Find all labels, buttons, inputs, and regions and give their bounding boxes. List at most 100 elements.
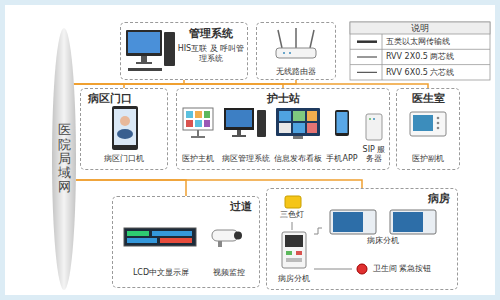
board <box>276 108 320 136</box>
tile <box>204 120 210 127</box>
zone-box: 病房三色灯病床分机病房分机 卫生间 紧急按钮 <box>266 188 458 290</box>
ethernet-line <box>76 180 186 196</box>
device-node: LCD中文显示屏 <box>122 220 200 280</box>
screen <box>114 109 136 145</box>
router-icon <box>276 28 316 58</box>
zone-box: 过道 LCD中文显示屏 视频监控 <box>112 196 260 288</box>
ward-pc-icon <box>224 108 266 137</box>
tile <box>186 111 193 118</box>
tile <box>293 111 305 121</box>
legend-frame <box>350 22 490 80</box>
device-node: 病床分机 <box>322 208 444 248</box>
node-label: 医护副机 <box>412 154 444 164</box>
doctor-terminal-icon <box>410 112 446 136</box>
node-label: 病区门口 <box>88 92 160 105</box>
stand <box>197 130 199 136</box>
device-node: 手机APP <box>324 106 360 166</box>
node-label: 无线路由器 <box>276 67 316 77</box>
room-terminal-icon <box>282 232 306 268</box>
wire-line <box>292 222 293 230</box>
wire-line <box>314 269 352 270</box>
node-label: 手机APP <box>326 154 357 164</box>
monitor <box>183 108 213 130</box>
sip-server-icon <box>366 114 382 140</box>
antenna <box>295 28 297 48</box>
base <box>191 136 205 138</box>
screen <box>333 212 363 232</box>
node-label: 医护主机 <box>182 154 214 164</box>
router-body <box>276 48 316 58</box>
node-label: 病房 <box>274 192 450 205</box>
lcd-row <box>127 238 157 243</box>
legend-header <box>350 22 490 34</box>
led <box>289 52 291 54</box>
device-node: 病区管理系统 <box>220 106 272 166</box>
device-node: 三色灯 <box>274 194 310 222</box>
card <box>5 5 495 295</box>
led <box>369 118 371 120</box>
device-node: 医护副机 <box>404 106 452 166</box>
legend-text: RVV 2X0.5 两芯线 <box>386 51 454 63</box>
ethernet-line <box>76 180 362 188</box>
node-label: SIP 服务器 <box>361 145 387 164</box>
node-label: LCD中文显示屏 <box>133 268 189 278</box>
stand <box>237 130 241 135</box>
base <box>232 135 246 137</box>
zone-box: 医生室医护副机 <box>396 88 460 170</box>
screen <box>413 115 433 131</box>
tile <box>279 111 291 121</box>
router-box: 无线路由器 <box>256 22 336 80</box>
tile <box>186 120 193 127</box>
lcd-icon <box>124 228 196 246</box>
led <box>283 52 285 54</box>
tower <box>257 110 266 137</box>
tower <box>164 32 175 66</box>
legend-line <box>357 57 377 58</box>
node-label: 管理系统 <box>189 27 233 41</box>
antenna <box>278 30 282 48</box>
led <box>373 118 375 120</box>
tablet <box>330 210 376 234</box>
node-label: 病房分机 <box>278 274 310 284</box>
camera-icon <box>212 230 242 247</box>
phone-icon <box>335 110 349 136</box>
terminal-body <box>282 232 306 268</box>
node-label: 病区管理系统 <box>222 154 270 164</box>
screen <box>337 112 348 133</box>
legend-rule <box>350 64 490 65</box>
zone-box: 护士站医护主机病区管理系统信息发布看板手机APP SIP 服务器 <box>176 88 390 170</box>
legend-line <box>357 40 377 43</box>
tile <box>279 123 291 133</box>
server-body <box>366 114 382 140</box>
tile <box>204 111 210 118</box>
emergency-button <box>357 264 367 274</box>
node-label: 视频监控 <box>213 268 245 278</box>
node-label: 病床分机 <box>367 236 399 246</box>
tile <box>195 120 202 127</box>
device-node: 卫生间 紧急按钮 <box>352 252 432 286</box>
monitor <box>126 30 162 56</box>
key <box>437 122 440 125</box>
legend-title: 说明 <box>350 23 490 34</box>
device-node: SIP 服务器 <box>361 106 387 166</box>
wire-line <box>314 228 322 234</box>
face <box>120 116 130 126</box>
screen <box>285 235 303 247</box>
legend-line <box>357 72 377 73</box>
stand <box>141 56 147 62</box>
info-board-icon <box>276 108 320 139</box>
monitor <box>224 108 254 130</box>
pc-icon <box>126 30 175 71</box>
key <box>286 258 302 262</box>
node-label: 信息发布看板 <box>274 154 322 164</box>
node-label: 护士站 <box>184 92 382 105</box>
device-node: 信息发布看板 <box>273 106 323 166</box>
node-label: 过道 <box>120 200 252 213</box>
screen <box>226 110 252 127</box>
legend-text: RVV 6X0.5 六芯线 <box>386 67 454 79</box>
tricolor-light <box>285 196 301 208</box>
node-label: 三色灯 <box>280 210 304 220</box>
device-node: 医护主机 <box>178 106 218 166</box>
lcd-row <box>152 231 192 236</box>
